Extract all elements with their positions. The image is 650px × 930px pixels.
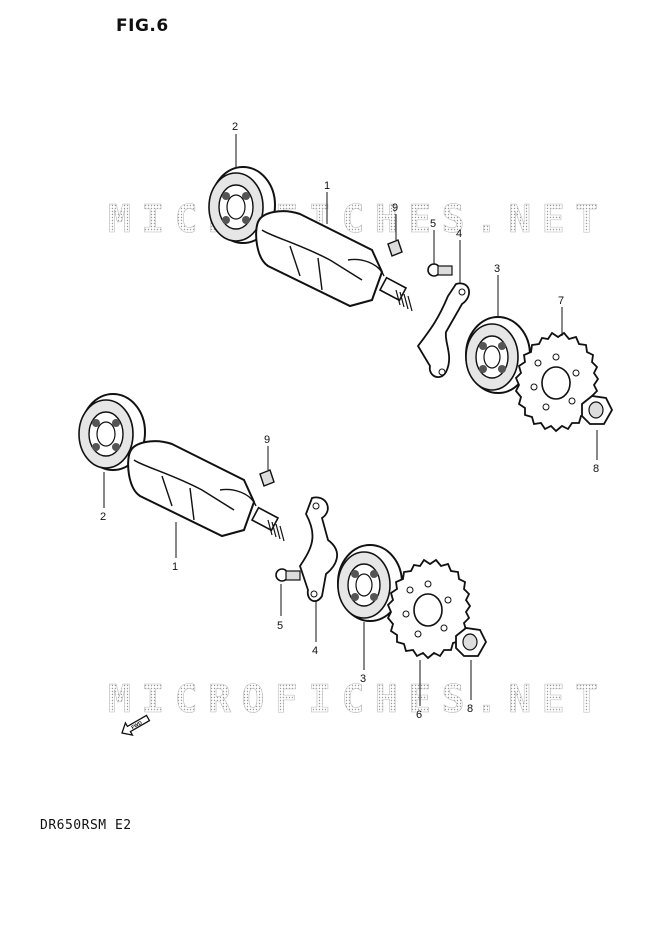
callout-upper-3: 3 — [494, 263, 500, 275]
nut-upper — [581, 395, 614, 425]
callout-lower-3: 3 — [360, 673, 366, 685]
bearing-lower-left — [78, 393, 146, 471]
callout-lower-6: 6 — [416, 709, 422, 721]
model-code: DR650RSM E2 — [40, 818, 132, 833]
gear-lower — [386, 558, 472, 660]
watermark-upper: MICROFICHES.NET — [108, 197, 598, 241]
key-lower — [259, 469, 275, 487]
callout-upper-4: 4 — [456, 228, 462, 240]
balancer-shaft-lower — [127, 440, 285, 542]
callout-upper-7: 7 — [558, 295, 564, 307]
bearing-upper-left — [208, 166, 276, 244]
balancer-shaft-upper — [255, 210, 413, 312]
gear-upper — [514, 331, 600, 433]
callout-upper-1: 1 — [324, 180, 330, 192]
bolt-upper — [427, 263, 453, 277]
callout-lower-1: 1 — [172, 561, 178, 573]
nut-lower — [455, 627, 488, 657]
watermark-lower: MICROFICHES.NET — [108, 677, 598, 721]
callout-upper-2: 2 — [232, 121, 238, 133]
callout-lower-2: 2 — [100, 511, 106, 523]
bearing-lower-right — [337, 544, 403, 622]
callout-lower-4: 4 — [312, 645, 318, 657]
retainer-plate-upper — [416, 282, 470, 379]
key-upper — [387, 239, 403, 257]
callout-lower-9: 9 — [264, 434, 270, 446]
callout-upper-8: 8 — [593, 463, 599, 475]
callout-upper-5: 5 — [430, 218, 436, 230]
callout-upper-9: 9 — [392, 202, 398, 214]
bearing-upper-right — [465, 316, 531, 394]
figure-title: FIG.6 — [116, 16, 169, 36]
fwd-label: FWD — [131, 720, 144, 731]
fwd-arrow-icon: FWD — [121, 714, 151, 736]
retainer-plate-lower — [299, 496, 338, 603]
callout-lower-5: 5 — [277, 620, 283, 632]
bolt-lower — [275, 568, 301, 582]
callout-lower-8: 8 — [467, 703, 473, 715]
